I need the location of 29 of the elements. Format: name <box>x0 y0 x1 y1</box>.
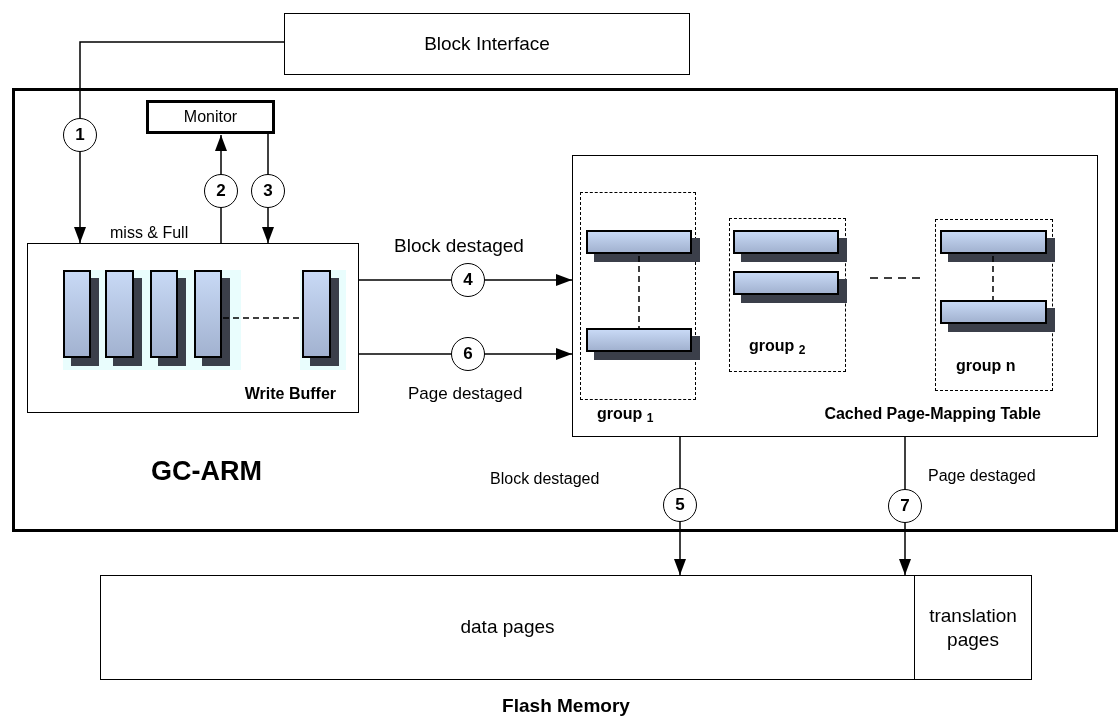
note-label: Block destaged <box>490 469 600 489</box>
step-number: 2 <box>204 174 238 208</box>
box-label: Monitor <box>183 107 238 127</box>
step-number: 1 <box>63 118 97 152</box>
system-frame <box>12 88 1118 532</box>
step-number: 6 <box>451 337 485 371</box>
block-title: Flash Memory <box>502 694 630 718</box>
note-label: Block destaged <box>394 234 524 258</box>
note-label: Page destaged <box>928 466 1036 486</box>
box-label: Block Interface <box>424 31 550 56</box>
box-title: Cached Page-Mapping Table <box>824 405 1041 422</box>
frame-title: GC-ARM <box>151 456 262 486</box>
buffer-box <box>27 243 359 413</box>
step-number: 7 <box>888 489 922 523</box>
group-label: group $_{2}$ <box>749 337 806 354</box>
memory-region <box>914 575 1032 680</box>
group-label: group $_{1}$ <box>597 405 654 422</box>
box-title: Write Buffer <box>244 385 336 402</box>
step-number: 4 <box>451 263 485 297</box>
arrow <box>74 41 285 244</box>
monitor-box <box>146 100 275 134</box>
step-number: 3 <box>251 174 285 208</box>
note-label: miss & Full <box>110 223 189 243</box>
note-label: Page destaged <box>408 383 523 405</box>
region-label: data pages <box>460 615 555 640</box>
interface-box <box>284 13 690 75</box>
step-number: 5 <box>663 488 697 522</box>
group-label: group n <box>956 357 1016 374</box>
region-label: translation pages <box>928 603 1018 652</box>
